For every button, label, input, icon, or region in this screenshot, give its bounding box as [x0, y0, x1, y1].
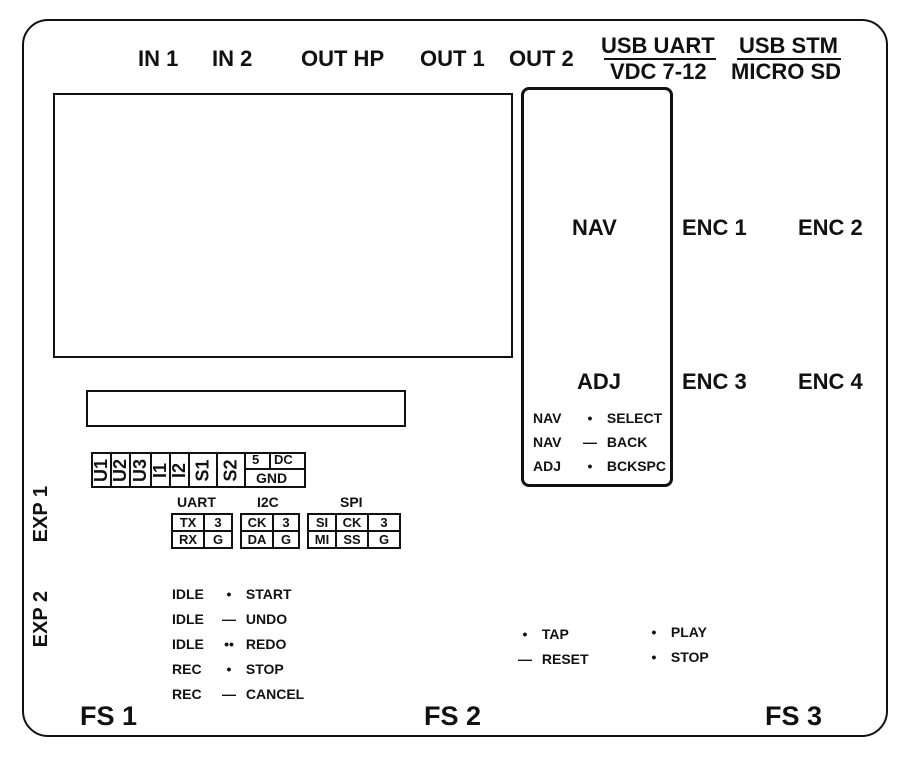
- display-window: [53, 93, 513, 358]
- port-in2-label: IN 2: [212, 46, 253, 71]
- port-in1-label: IN 1: [138, 46, 179, 71]
- port-out1-label: OUT 1: [420, 46, 485, 71]
- pin-i2: I2: [169, 452, 190, 488]
- fs1-label: FS 1: [80, 701, 138, 731]
- nav-legend-row: NAV— BACK: [533, 434, 648, 450]
- fs3-label: FS 3: [765, 701, 823, 731]
- pin-u3: U3: [129, 452, 152, 488]
- uart-pin: G: [203, 530, 233, 549]
- nav-adj-panel: [521, 87, 673, 487]
- pin-power-block: [244, 452, 306, 488]
- adj-encoder-label: ADJ: [577, 369, 622, 394]
- pin-s2: S2: [216, 452, 246, 488]
- port-divider-stm: [737, 58, 841, 60]
- spi-pin: SS: [335, 530, 369, 549]
- fs1-legend-row: IDLE• START: [172, 586, 292, 602]
- port-out2-label: OUT 2: [509, 46, 574, 71]
- fs1-legend-row: REC— CANCEL: [172, 686, 305, 702]
- port-out-hp-label: OUT HP: [301, 46, 385, 71]
- exp1-label: EXP 1: [30, 486, 52, 543]
- spi-pin: MI: [307, 530, 337, 549]
- enc1-label: ENC 1: [682, 215, 747, 240]
- i2c-pin: G: [272, 530, 300, 549]
- nav-legend-row: ADJ• BCKSPC: [533, 458, 667, 474]
- fs3-legend-row: • STOP: [651, 649, 709, 665]
- pin-s1: S1: [188, 452, 218, 488]
- pin-u1: U1: [91, 452, 112, 488]
- fs1-legend-row: REC• STOP: [172, 661, 284, 677]
- port-micro-sd-label: MICRO SD: [731, 59, 841, 84]
- port-divider-uart: [604, 58, 716, 60]
- header-slot: [86, 390, 406, 427]
- spi-pin: G: [367, 530, 401, 549]
- pin-divider: [244, 468, 306, 470]
- pin-u2: U2: [110, 452, 131, 488]
- exp2-label: EXP 2: [30, 591, 52, 648]
- fs2-label: FS 2: [424, 701, 482, 731]
- enc3-label: ENC 3: [682, 369, 747, 394]
- fs3-legend-row: • PLAY: [651, 624, 707, 640]
- i2c-pin: DA: [240, 530, 274, 549]
- enc4-label: ENC 4: [798, 369, 863, 394]
- port-usb-stm-label: USB STM: [739, 33, 838, 58]
- uart-title: UART: [177, 494, 216, 510]
- uart-pin: RX: [171, 530, 205, 549]
- pin-i1: I1: [150, 452, 171, 488]
- enc2-label: ENC 2: [798, 215, 863, 240]
- i2c-title: I2C: [257, 494, 279, 510]
- nav-legend-row: NAV• SELECT: [533, 410, 663, 426]
- fs1-legend-row: IDLE— UNDO: [172, 611, 288, 627]
- enclosure-outline: [22, 19, 888, 737]
- pin-gnd-label: GND: [256, 470, 288, 486]
- spi-title: SPI: [340, 494, 363, 510]
- pin-5v-label: 5: [252, 452, 260, 467]
- pin-divider: [269, 452, 271, 469]
- fs2-legend-row: • TAP: [522, 626, 569, 642]
- fs2-legend-row: — RESET: [518, 651, 589, 667]
- port-usb-uart-label: USB UART: [601, 33, 715, 58]
- pin-dc-label: DC: [274, 452, 293, 467]
- nav-encoder-label: NAV: [572, 215, 617, 240]
- fs1-legend-row: IDLE•• REDO: [172, 636, 287, 652]
- port-vdc-label: VDC 7-12: [610, 59, 707, 84]
